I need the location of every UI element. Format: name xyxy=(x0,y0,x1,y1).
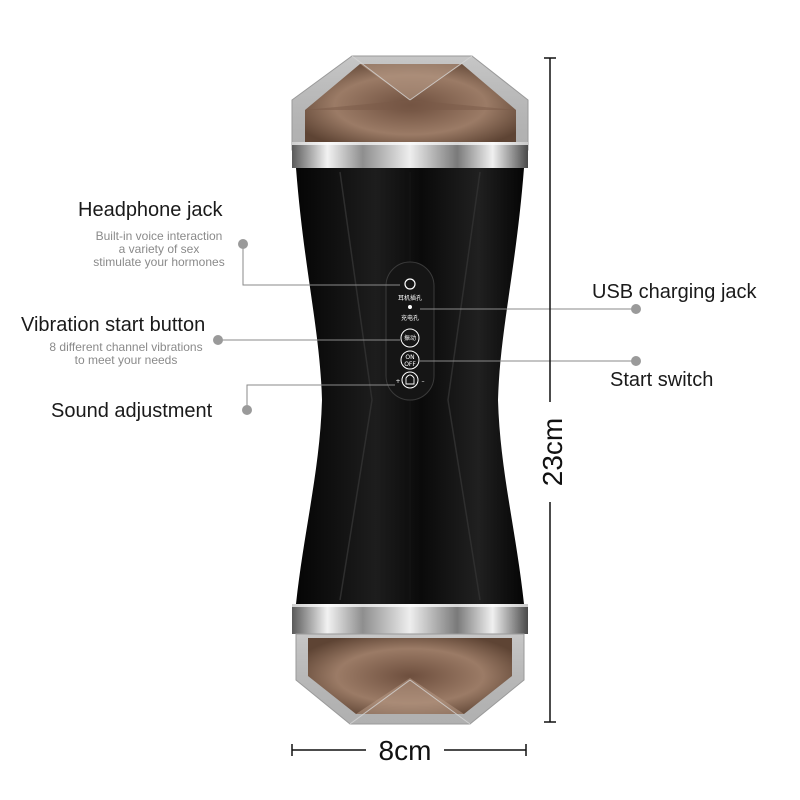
callout-lines xyxy=(220,244,636,410)
vibration-callout-title: Vibration start button xyxy=(21,314,206,336)
usb-jack-icon[interactable] xyxy=(408,305,412,309)
sound-callout-title: Sound adjustment xyxy=(51,400,213,422)
start-switch-button[interactable] xyxy=(400,350,420,370)
callout-dots xyxy=(213,239,641,415)
sound-leader-line xyxy=(246,384,395,410)
vibration-button[interactable] xyxy=(400,328,420,348)
headphone-callout-desc: Built-in voice interaction a variety of … xyxy=(84,230,234,269)
panel-minus-label[interactable]: – xyxy=(422,378,425,385)
height-dimension xyxy=(544,57,556,723)
panel-plus-label[interactable]: + xyxy=(395,378,400,385)
sound-dot-icon xyxy=(242,405,252,415)
headphone-desc-line: stimulate your hormones xyxy=(93,255,225,269)
vibration-desc-line: 8 different channel vibrations xyxy=(49,340,203,354)
headphone-leader-line xyxy=(242,244,400,286)
vibration-dot-icon xyxy=(213,335,223,345)
bottom-cap xyxy=(292,604,528,725)
vibration-desc-line: to meet your needs xyxy=(74,353,178,367)
headphone-dot-icon xyxy=(238,239,248,249)
top-cap xyxy=(291,55,529,168)
vibration-callout-desc: 8 different channel vibrations to meet y… xyxy=(34,341,218,367)
height-label: 23cm xyxy=(537,418,568,486)
width-dimension xyxy=(291,744,527,756)
headphone-desc-line: Built-in voice interaction xyxy=(95,229,223,243)
width-label: 8cm xyxy=(379,735,432,766)
headphone-callout-title: Headphone jack xyxy=(78,199,223,221)
sound-adjust-button[interactable] xyxy=(401,371,419,389)
panel-vibrate-label: 振动 xyxy=(404,334,416,342)
panel-off-label: OFF xyxy=(404,361,416,368)
usb-callout-title: USB charging jack xyxy=(592,281,757,303)
panel-charge-label: 充电孔 xyxy=(401,314,419,322)
start-callout-title: Start switch xyxy=(610,369,714,391)
headphone-desc-line: a variety of sex xyxy=(118,242,200,256)
control-panel: 耳机插孔 充电孔 振动 ON OFF + – xyxy=(385,261,435,401)
start-dot-icon xyxy=(631,356,641,366)
bell-icon xyxy=(405,374,415,385)
headphone-jack-icon[interactable] xyxy=(404,278,416,290)
panel-on-label: ON xyxy=(405,354,414,361)
panel-earphone-label: 耳机插孔 xyxy=(398,294,422,302)
usb-dot-icon xyxy=(631,304,641,314)
